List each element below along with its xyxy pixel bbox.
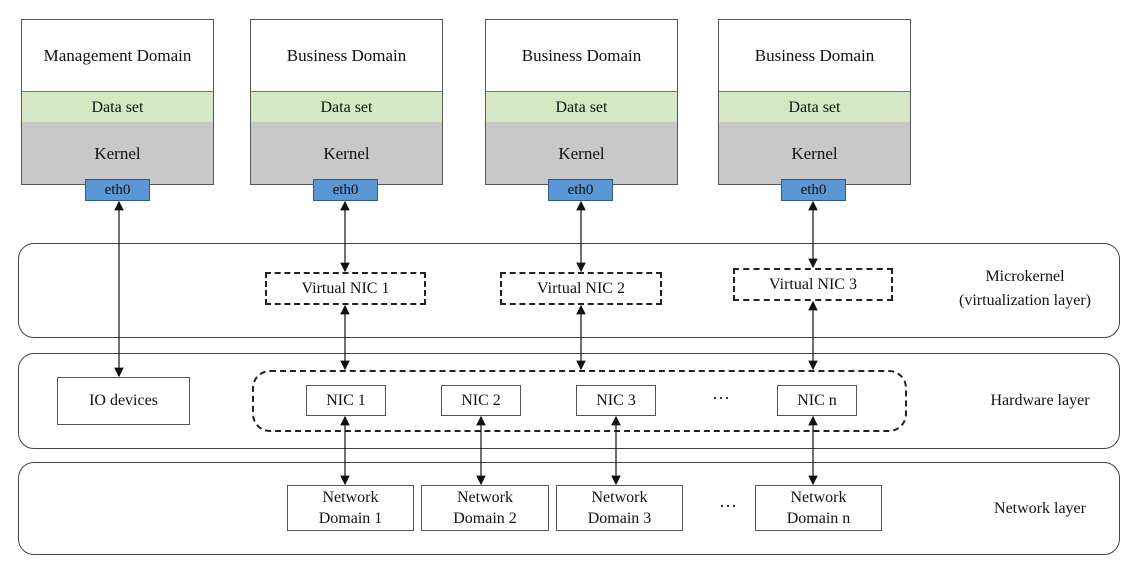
network-domain-line1: Network <box>322 489 379 506</box>
data-set: Data set <box>22 91 213 124</box>
hardware-layer-label: Hardware layer <box>990 392 1090 409</box>
network-domain-line2: Domain n <box>786 510 851 527</box>
nic-ellipsis: ··· <box>712 388 730 408</box>
io-devices-box: IO devices <box>57 377 190 425</box>
network-domain-2: Network Domain 2 <box>421 485 549 531</box>
microkernel-label-line2: (virtualization layer) <box>959 292 1091 309</box>
network-domain-line2: Domain 2 <box>453 510 517 527</box>
eth0-interface: eth0 <box>85 179 150 201</box>
business-domain-3: Business Domain Data set Kernel <box>718 19 911 185</box>
business-domain-2: Business Domain Data set Kernel <box>485 19 678 185</box>
domain-title: Management Domain <box>43 45 192 65</box>
network-ellipsis: ··· <box>719 496 737 516</box>
eth0-interface: eth0 <box>781 179 846 201</box>
network-domain-line1: Network <box>457 489 513 506</box>
virtual-nic-2: Virtual NIC 2 <box>500 272 662 305</box>
network-domain-1: Network Domain 1 <box>287 485 414 531</box>
management-domain: Management Domain Data set Kernel <box>21 19 214 185</box>
data-set: Data set <box>251 91 442 124</box>
network-domain-line1: Network <box>790 489 847 506</box>
microkernel-label: Microkernel (virtualization layer) <box>935 265 1115 313</box>
kernel: Kernel <box>719 122 910 184</box>
network-domain-line2: Domain 3 <box>587 510 652 527</box>
microkernel-label-line1: Microkernel <box>985 268 1065 285</box>
nic-n: NIC n <box>777 385 857 416</box>
network-domain-line2: Domain 1 <box>318 510 383 527</box>
network-domain-3: Network Domain 3 <box>556 485 683 531</box>
kernel: Kernel <box>251 122 442 184</box>
domain-title: Business Domain <box>521 45 642 65</box>
eth0-interface: eth0 <box>548 179 613 201</box>
business-domain-1: Business Domain Data set Kernel <box>250 19 443 185</box>
domain-title: Business Domain <box>286 45 407 65</box>
kernel: Kernel <box>22 122 213 184</box>
virtual-nic-1: Virtual NIC 1 <box>265 272 426 305</box>
hardware-layer <box>18 353 1120 449</box>
microkernel-layer <box>18 243 1120 338</box>
network-layer <box>18 462 1120 555</box>
nic-1: NIC 1 <box>306 385 386 416</box>
nic-3: NIC 3 <box>576 385 656 416</box>
data-set: Data set <box>719 91 910 124</box>
nic-group-dashed-box <box>252 370 907 432</box>
eth0-interface: eth0 <box>313 179 378 201</box>
network-domain-line1: Network <box>591 489 648 506</box>
nic-2: NIC 2 <box>441 385 521 416</box>
network-layer-label: Network layer <box>994 500 1086 517</box>
virtual-nic-3: Virtual NIC 3 <box>733 268 893 301</box>
domain-title: Business Domain <box>754 45 875 65</box>
network-domain-n: Network Domain n <box>755 485 882 531</box>
kernel: Kernel <box>486 122 677 184</box>
